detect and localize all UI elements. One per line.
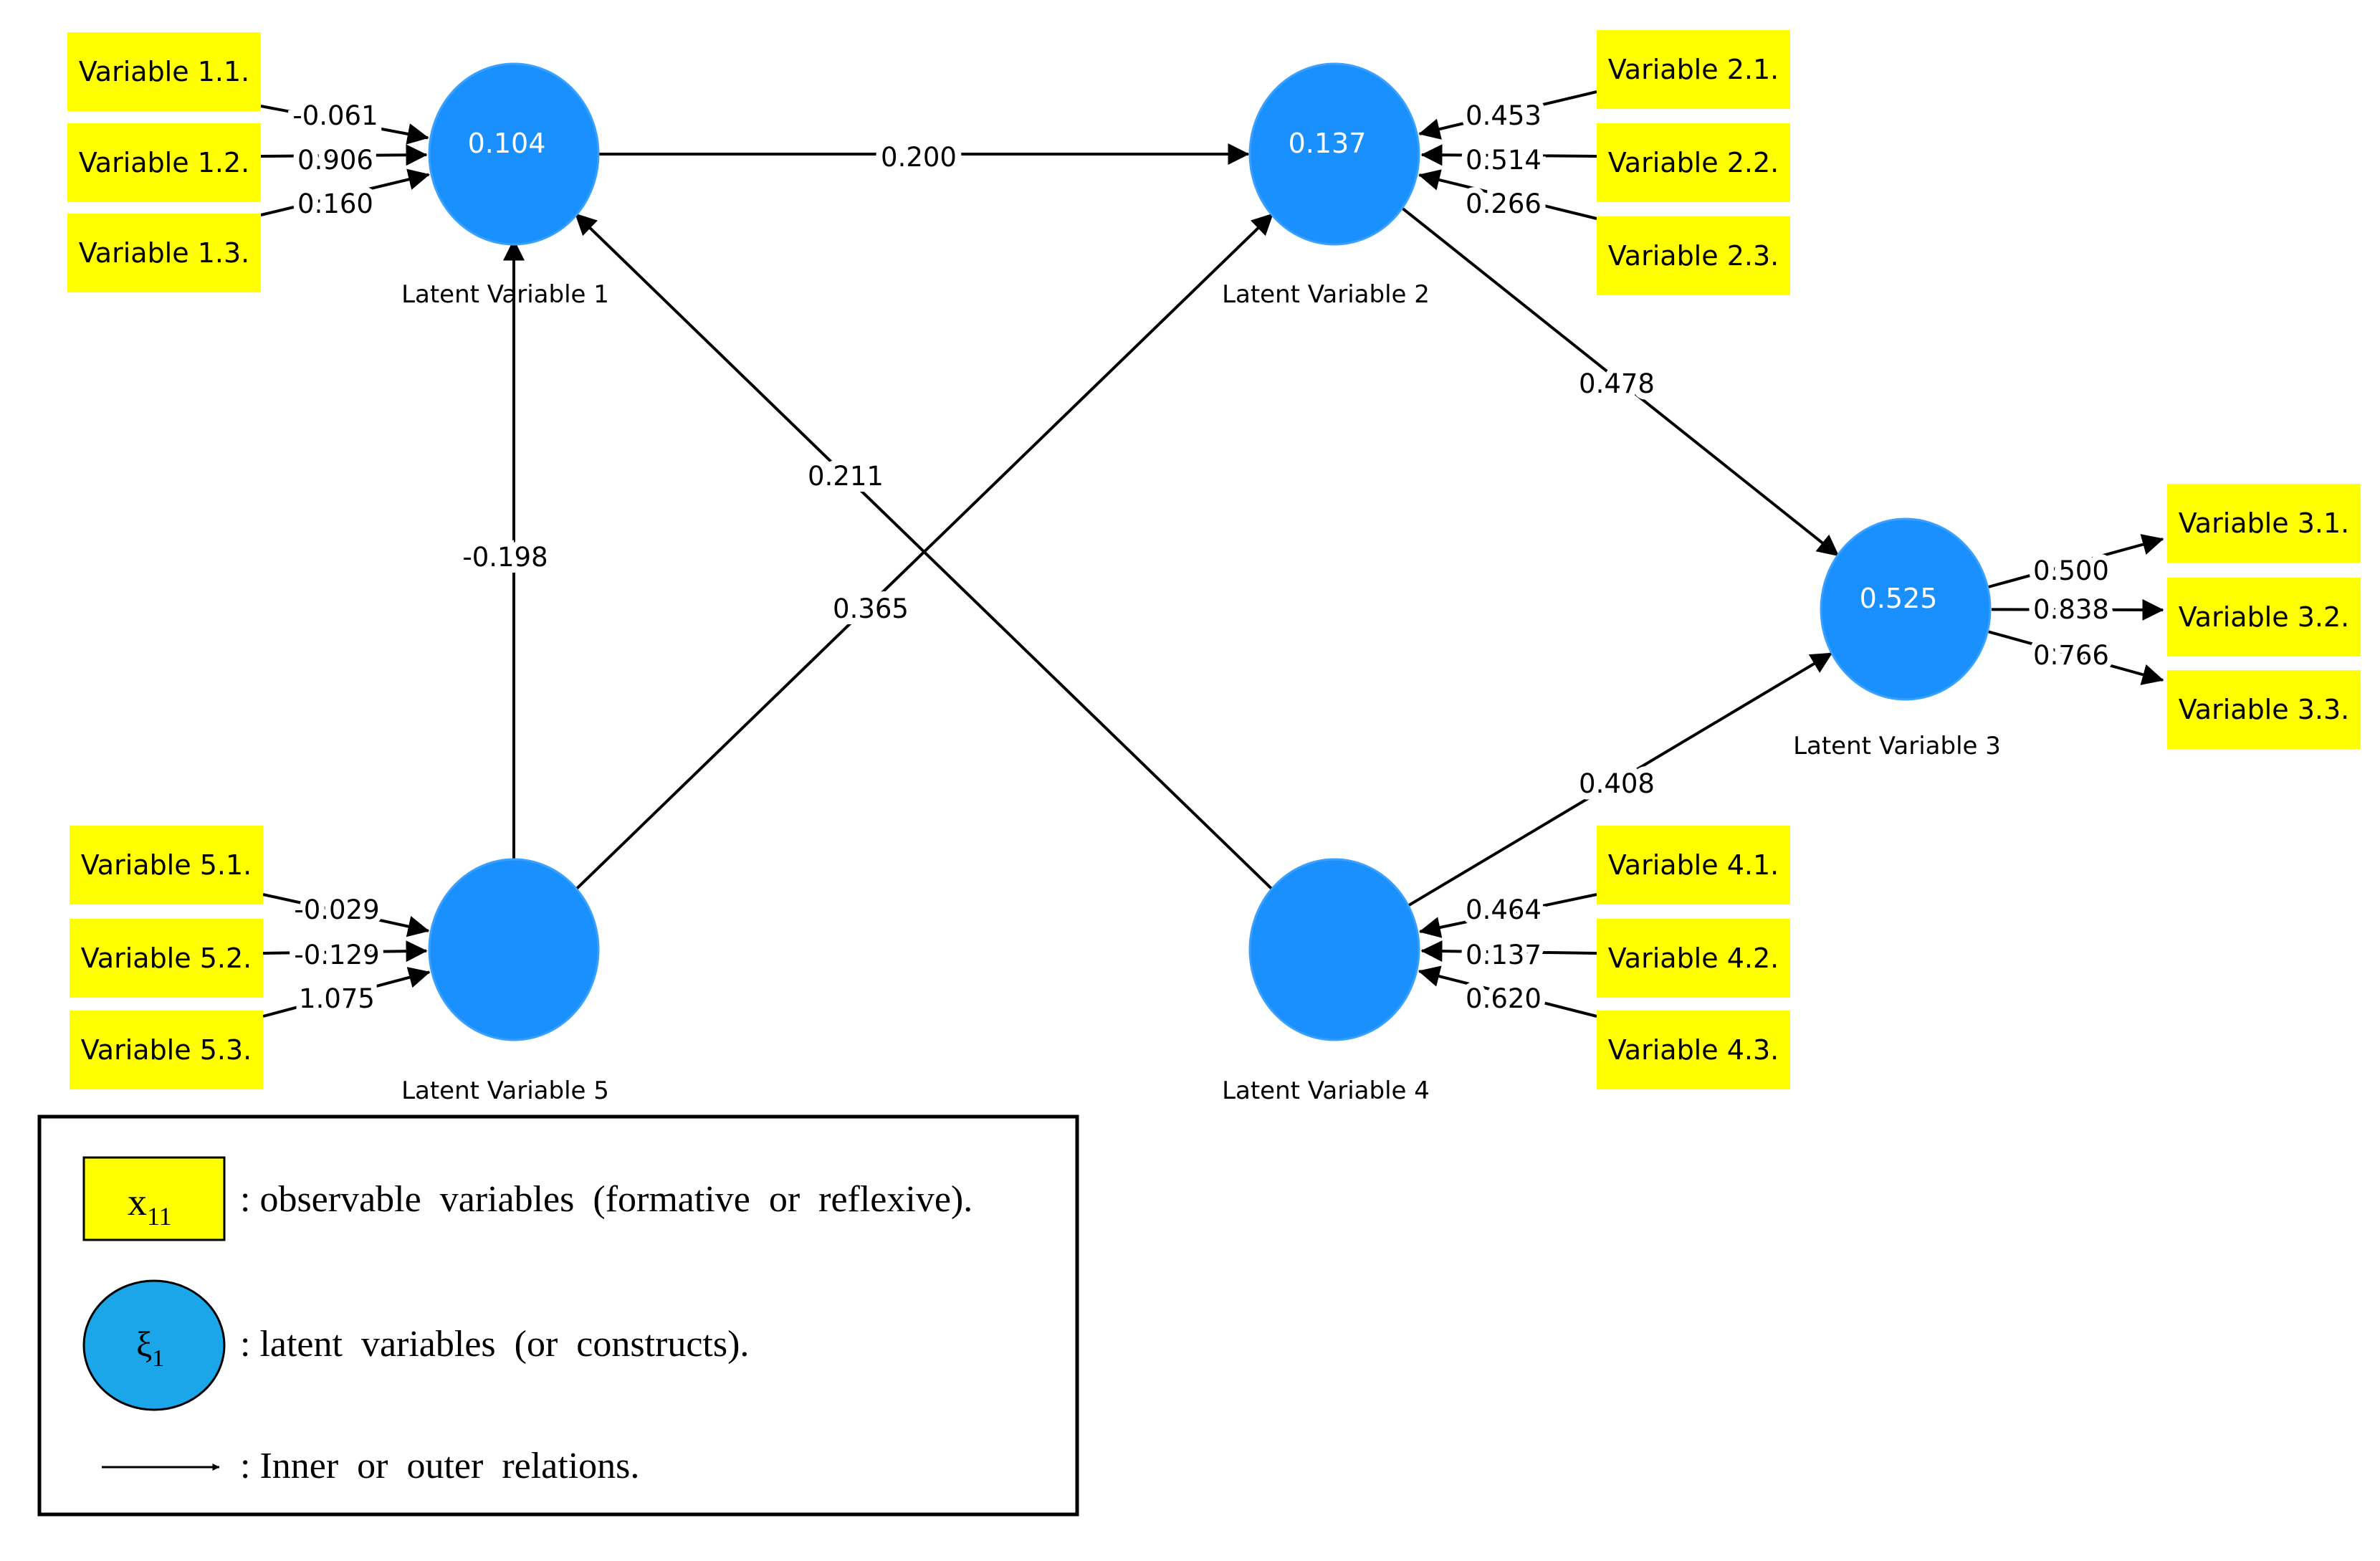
outer-relation-v32 xyxy=(1991,598,2164,621)
indicator-box-v11 xyxy=(67,32,261,111)
outer-weight-v42: 0.137 xyxy=(1466,940,1542,970)
indicator-label-v51: Variable 5.1. xyxy=(81,849,252,881)
path-lv2-to-lv3 xyxy=(1400,205,1840,557)
legend-latent-text: : latent variables (or constructs). xyxy=(240,1324,749,1365)
outer-weight-v31: 0.500 xyxy=(2033,555,2109,586)
indicator-box-v52 xyxy=(70,919,263,998)
latent-name-lv1: Latent Variable 1 xyxy=(401,280,609,309)
indicator-label-v23: Variable 2.3. xyxy=(1608,240,1779,272)
path-coefficient-lv2-to-lv3: 0.478 xyxy=(1579,368,1655,399)
latent-circle-lv2 xyxy=(1248,62,1420,246)
outer-relation-v31 xyxy=(1988,534,2164,588)
indicator-label-v42: Variable 4.2. xyxy=(1608,942,1779,974)
outer-relation-v23 xyxy=(1418,169,1597,220)
latent-name-lv5: Latent Variable 5 xyxy=(401,1077,609,1105)
path-coefficient-lv4-to-lv3: 0.408 xyxy=(1579,768,1655,799)
outer-relation-v51 xyxy=(262,893,430,937)
outer-relation-v33 xyxy=(1988,630,2164,685)
indicator-box-v51 xyxy=(70,826,263,904)
indicator-box-v22 xyxy=(1597,123,1790,202)
outer-relation-v13 xyxy=(260,168,430,216)
indicator-box-v12 xyxy=(67,123,261,202)
latent-r2-lv3: 0.525 xyxy=(1860,583,1938,614)
outer-relation-v41 xyxy=(1418,893,1597,938)
indicator-label-v53: Variable 5.3. xyxy=(81,1034,252,1066)
indicator-label-v11: Variable 1.1. xyxy=(79,56,249,87)
legend-observable-text: : observable variables (formative or ref… xyxy=(240,1179,972,1220)
outer-relation-v21 xyxy=(1418,90,1597,140)
indicator-label-v32: Variable 3.2. xyxy=(2179,601,2349,633)
outer-weight-v32: 0.838 xyxy=(2033,594,2109,625)
indicator-box-v41 xyxy=(1597,826,1790,904)
outer-weight-v41: 0.464 xyxy=(1466,894,1542,925)
outer-weight-v53: 1.075 xyxy=(299,983,375,1014)
outer-relation-v22 xyxy=(1420,144,1597,166)
indicator-label-v13: Variable 1.3. xyxy=(79,237,249,269)
indicator-box-v32 xyxy=(2167,578,2361,657)
outer-weight-v52: -0.129 xyxy=(294,940,379,970)
path-coefficient-lv5-to-lv2: 0.365 xyxy=(833,593,909,624)
indicator-label-v21: Variable 2.1. xyxy=(1608,54,1779,85)
indicator-box-v33 xyxy=(2167,670,2361,749)
outer-weight-v51: -0.029 xyxy=(294,894,379,925)
latent-circle-lv3 xyxy=(1820,517,1992,701)
path-coefficient-lv5-to-lv1: -0.198 xyxy=(462,542,548,573)
legend-latent-swatch xyxy=(82,1279,226,1411)
latent-name-lv4: Latent Variable 4 xyxy=(1222,1077,1430,1105)
indicator-label-v12: Variable 1.2. xyxy=(79,147,249,178)
indicator-label-v41: Variable 4.1. xyxy=(1608,849,1779,881)
outer-weight-v21: 0.453 xyxy=(1466,100,1542,131)
outer-weight-v33: 0.766 xyxy=(2033,640,2109,671)
outer-weight-v23: 0.266 xyxy=(1466,188,1542,219)
indicator-box-v13 xyxy=(67,214,261,292)
inner-relations: 0.200 0.478 -0.198 0.365 0.211 0.408 xyxy=(456,135,1840,908)
indicator-label-v31: Variable 3.1. xyxy=(2179,507,2349,539)
outer-relation-v52 xyxy=(262,940,428,963)
latent-circle-lv5 xyxy=(428,858,600,1041)
indicator-box-v42 xyxy=(1597,919,1790,998)
path-coefficient-lv1-to-lv2: 0.200 xyxy=(881,142,957,173)
outer-weight-v43: 0.620 xyxy=(1466,983,1542,1014)
outer-weight-v11: -0.061 xyxy=(292,100,378,131)
legend-latent-subscript: 1 xyxy=(152,1345,164,1372)
outer-relation-v12 xyxy=(260,144,428,166)
indicator-box-v43 xyxy=(1597,1011,1790,1089)
outer-relation-v53 xyxy=(262,967,431,1018)
indicator-label-v22: Variable 2.2. xyxy=(1608,147,1779,178)
legend-observable-symbol: x11 xyxy=(128,1180,172,1231)
outer-weight-v13: 0.160 xyxy=(297,188,373,219)
indicator-box-v53 xyxy=(70,1011,263,1089)
legend-observable-subscript: 11 xyxy=(147,1202,172,1231)
legend: x11 : observable variables (formative or… xyxy=(37,1114,1079,1517)
legend-relation-text: : Inner or outer relations. xyxy=(240,1446,639,1486)
latent-name-lv2: Latent Variable 2 xyxy=(1222,280,1430,309)
path-lv4-to-lv1 xyxy=(574,213,1275,892)
outer-relation-v11 xyxy=(260,105,429,145)
outer-weight-v22: 0.514 xyxy=(1466,145,1542,176)
outer-relation-v42 xyxy=(1420,940,1597,963)
indicator-box-v31 xyxy=(2167,484,2361,563)
indicator-box-v21 xyxy=(1597,30,1790,109)
path-lv4-to-lv3 xyxy=(1406,651,1833,908)
legend-latent-symbol: ξ1 xyxy=(136,1324,164,1372)
latent-circle-lv1 xyxy=(428,62,600,246)
indicator-box-v23 xyxy=(1597,216,1790,295)
outer-weight-v12: 0.906 xyxy=(297,145,373,176)
legend-observable-swatch xyxy=(82,1156,226,1241)
indicator-label-v43: Variable 4.3. xyxy=(1608,1034,1779,1066)
indicator-label-v33: Variable 3.3. xyxy=(2179,694,2349,725)
latent-circle-lv4 xyxy=(1248,858,1420,1041)
latent-r2-lv1: 0.104 xyxy=(468,128,546,159)
latent-r2-lv2: 0.137 xyxy=(1289,128,1367,159)
indicator-label-v52: Variable 5.2. xyxy=(81,942,252,974)
outer-relation-v43 xyxy=(1418,965,1597,1018)
latent-name-lv3: Latent Variable 3 xyxy=(1793,732,2001,760)
observable-variables: Variable 1.1. Variable 1.2. Variable 1.3. V… xyxy=(67,30,2361,1089)
path-coefficient-lv4-to-lv1: 0.211 xyxy=(808,461,884,492)
outer-relations: -0.061 0.906 0.160 0.453 0.514 0.266 0.500 0.83… xyxy=(260,90,2164,1020)
